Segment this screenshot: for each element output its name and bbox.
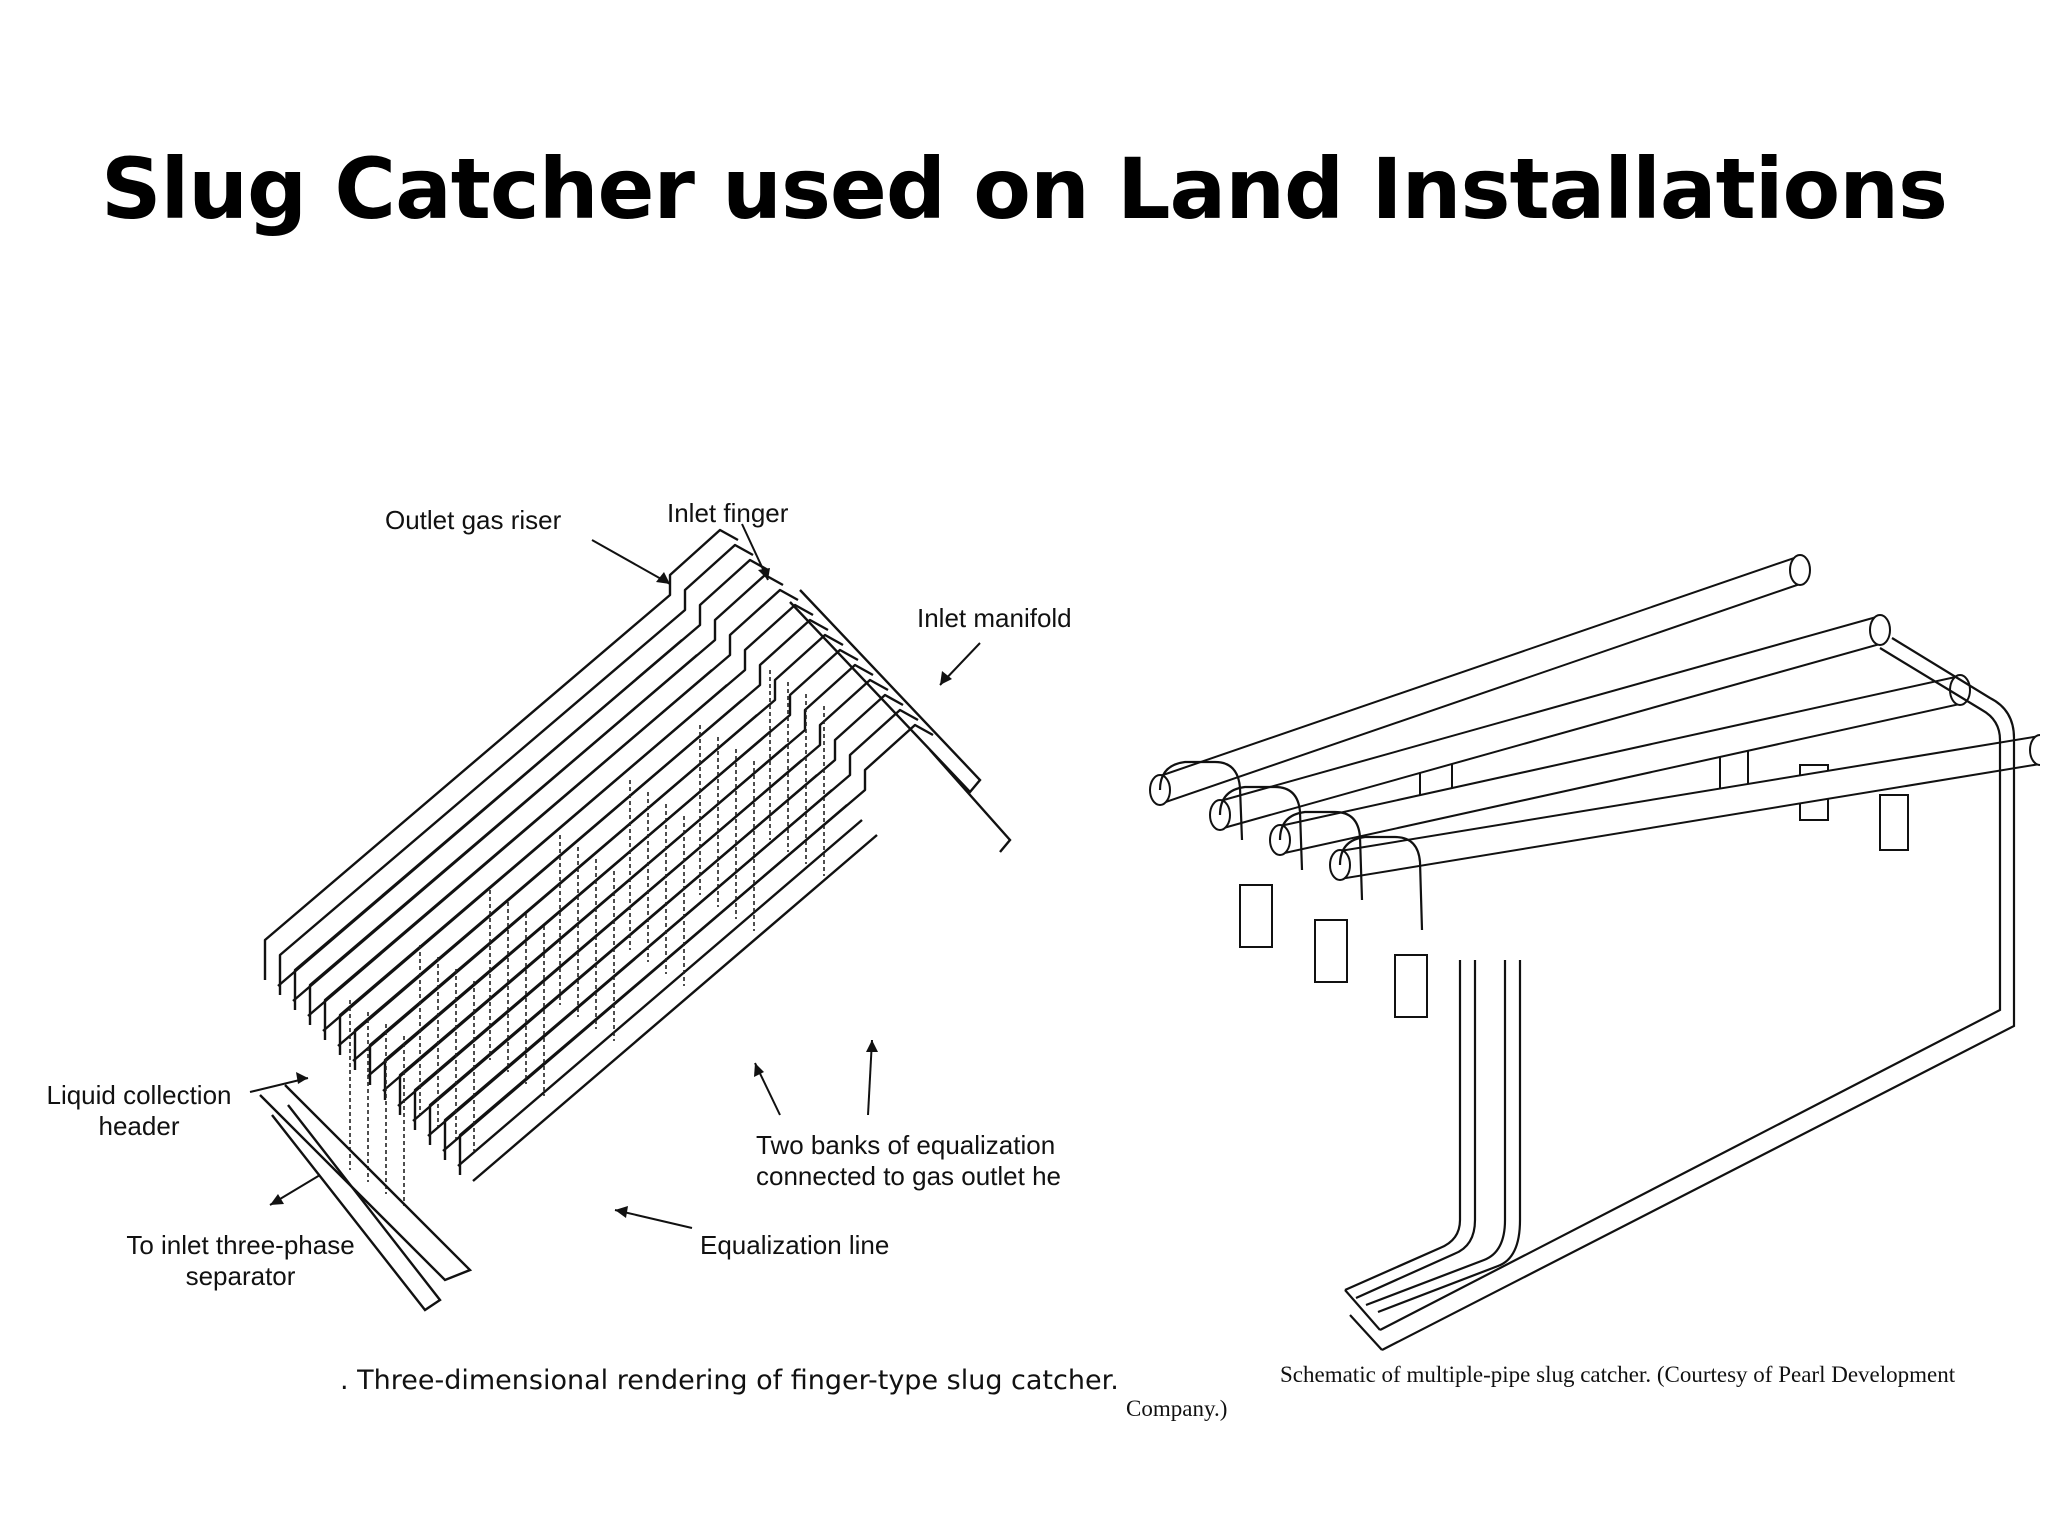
arrow-heads bbox=[270, 568, 952, 1218]
support-pedestal bbox=[1314, 919, 1348, 983]
finger-diagram-caption: . Three-dimensional rendering of finger-… bbox=[340, 1365, 1119, 1396]
inlet-loop bbox=[1218, 785, 1304, 871]
label-to-inlet-separator-line1: To inlet three-phase bbox=[126, 1230, 355, 1260]
inlet-finger-pipe bbox=[413, 678, 889, 1130]
inlet-fingers bbox=[263, 528, 934, 1182]
inlet-manifold-shape bbox=[789, 589, 982, 794]
support-pedestal bbox=[1394, 954, 1428, 1018]
inlet-finger-pipe bbox=[338, 603, 814, 1055]
liquid-return-pipe-inner bbox=[1381, 637, 2016, 1351]
label-to-inlet-separator-line2: separator bbox=[185, 1261, 296, 1291]
label-inlet-manifold: Inlet manifold bbox=[917, 603, 1072, 633]
label-two-banks-equalization: Two banks of equalization connected to g… bbox=[756, 1130, 1092, 1192]
leader-arrows bbox=[249, 523, 981, 1229]
manifolds bbox=[259, 589, 1012, 1312]
inlet-finger-pipe bbox=[368, 633, 844, 1085]
inlet-finger-pipe bbox=[398, 663, 874, 1115]
pipe-end-cap bbox=[2029, 734, 2040, 766]
label-liquid-collection-header-line1: Liquid collection bbox=[46, 1080, 232, 1110]
pipe-diagram-caption-line1: Schematic of multiple-pipe slug catcher.… bbox=[1280, 1362, 1956, 1387]
inlet-loop bbox=[1338, 835, 1424, 931]
two-banks-arrow-2 bbox=[867, 1039, 873, 1116]
label-two-banks-line2: connected to gas outlet he bbox=[756, 1161, 1062, 1191]
label-liquid-collection-header: Liquid collection header bbox=[34, 1080, 244, 1142]
gas-riser-pipe bbox=[1377, 960, 1522, 1314]
pipe-end-cap bbox=[1869, 614, 1891, 646]
inlet-finger-pipe bbox=[278, 543, 754, 995]
label-to-inlet-separator: To inlet three-phase separator bbox=[108, 1230, 373, 1292]
inlet-finger-pipe bbox=[293, 558, 769, 1010]
inlet-loop bbox=[1158, 760, 1244, 841]
finger-type-slug-catcher-drawing bbox=[249, 523, 1012, 1312]
pipe-diagram-caption-line2: Company.) bbox=[1126, 1396, 1228, 1421]
inlet-finger-pipe bbox=[428, 693, 904, 1145]
inlet-finger-pipe bbox=[323, 588, 799, 1040]
inlet-loop bbox=[1278, 810, 1364, 901]
gas-riser-pipe bbox=[1344, 960, 1462, 1292]
bottom-header-pipe-lower bbox=[1349, 1314, 1383, 1351]
support-pedestal bbox=[1879, 794, 1909, 851]
inlet-finger-pipe bbox=[308, 573, 784, 1025]
label-inlet-finger: Inlet finger bbox=[667, 498, 789, 528]
inlet-finger-pipe bbox=[383, 648, 859, 1100]
slide-title: Slug Catcher used on Land Installations bbox=[100, 140, 1948, 238]
label-two-banks-line1: Two banks of equalization bbox=[756, 1130, 1056, 1160]
support-pedestal bbox=[1239, 884, 1273, 948]
label-equalization-line: Equalization line bbox=[700, 1230, 890, 1260]
gas-riser-pipe bbox=[1365, 960, 1507, 1307]
inlet-manifold-shape-lower bbox=[929, 749, 1012, 853]
headers-and-risers bbox=[1158, 637, 2016, 1351]
main-pipes bbox=[1149, 554, 2040, 881]
outlet-riser-arrow bbox=[591, 539, 671, 585]
bottom-header-pipe bbox=[1344, 1289, 1381, 1331]
label-liquid-collection-header-line2: header bbox=[98, 1111, 180, 1141]
gas-risers bbox=[349, 670, 825, 1206]
multiple-pipe-slug-catcher-drawing bbox=[1149, 554, 2040, 1351]
liquid-return-pipe bbox=[1379, 647, 2002, 1331]
equalization-arrow bbox=[614, 1209, 693, 1229]
inlet-finger-pipe bbox=[353, 618, 829, 1070]
pipe-end-cap bbox=[1789, 554, 1811, 586]
inlet-finger-pipe bbox=[458, 723, 934, 1175]
inlet-finger-pipe-edge bbox=[472, 834, 878, 1182]
inlet-finger-pipe bbox=[443, 708, 919, 1160]
inlet-finger-pipe bbox=[263, 528, 739, 980]
inlet-finger-pipe-edge bbox=[457, 819, 863, 1167]
label-outlet-gas-riser: Outlet gas riser bbox=[385, 505, 562, 535]
gas-riser-pipe bbox=[1355, 960, 1477, 1300]
separator-outlet-shape bbox=[271, 1104, 442, 1312]
